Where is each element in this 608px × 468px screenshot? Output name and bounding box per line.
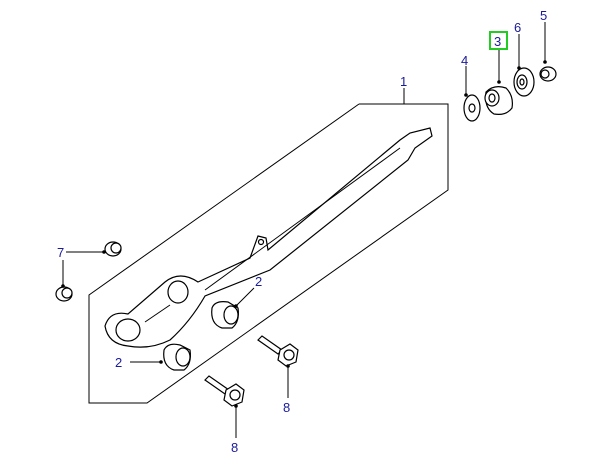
callout-3[interactable]: 3 <box>494 34 501 49</box>
callout-2a[interactable]: 2 <box>255 274 262 289</box>
callout-7[interactable]: 7 <box>57 245 64 260</box>
callout-5[interactable]: 5 <box>540 8 547 23</box>
callout-1[interactable]: 1 <box>400 74 407 89</box>
control-arm-part[interactable] <box>104 127 433 348</box>
callout-8a[interactable]: 8 <box>283 400 290 415</box>
bolt-part-8a[interactable] <box>257 335 299 367</box>
highlight-box <box>489 31 508 50</box>
bush-part-3[interactable] <box>484 86 513 115</box>
bush-part-2a[interactable] <box>211 301 239 329</box>
nut-part-7b[interactable] <box>55 286 73 302</box>
assembly-outline <box>88 103 449 404</box>
callout-4[interactable]: 4 <box>461 53 468 68</box>
callout-2b[interactable]: 2 <box>115 355 122 370</box>
bolt-part-8b[interactable] <box>204 375 245 407</box>
callout-6[interactable]: 6 <box>514 20 521 35</box>
nut-part-7a[interactable] <box>104 241 122 257</box>
nut-part-5[interactable] <box>539 66 557 82</box>
bush-part-2b[interactable] <box>163 343 191 371</box>
washer-part-6[interactable] <box>513 67 535 97</box>
washer-part-4[interactable] <box>463 94 481 122</box>
callout-8b[interactable]: 8 <box>231 440 238 455</box>
